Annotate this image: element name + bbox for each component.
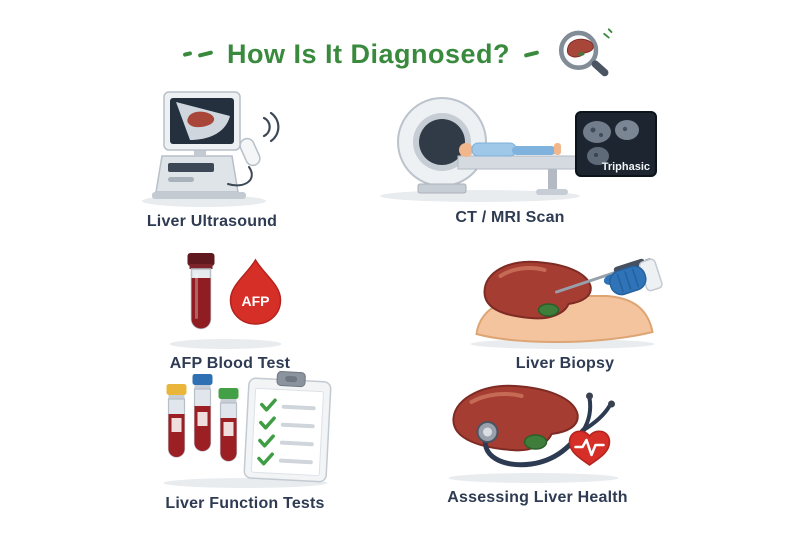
title-flourish-left-icon [182,50,214,58]
glove-hand-icon [603,265,647,296]
test-tube-green-icon [218,388,238,462]
item-label-health: Assessing Liver Health [447,489,628,506]
item-ct-mri: Triphasic CT / MRI Scan [350,92,670,227]
ultrasound-machine-icon [128,88,296,208]
title-flourish-right-icon [523,50,540,58]
blood-vial-drop-icon: AFP [158,248,303,350]
liver-biopsy-needle-icon [458,238,673,350]
page-title: How Is It Diagnosed? [226,38,511,69]
item-health: Assessing Liver Health [430,372,645,507]
blood-drop-icon: AFP [229,258,281,325]
stethoscope-icon [476,392,615,468]
liver-icon [482,260,592,320]
item-label-afp: AFP Blood Test [169,355,291,372]
test-tubes-clipboard-icon [148,368,343,490]
scan-panel-icon: Triphasic [575,111,657,177]
item-label-lft: Liver Function Tests [165,495,325,512]
liver-in-lens-icon [566,38,594,58]
patient-icon [459,142,561,157]
checklist-clipboard-icon [243,371,331,483]
item-label-biopsy: Liver Biopsy [515,355,615,372]
item-biopsy: Liver Biopsy [455,238,675,373]
ultrasound-probe-icon [239,137,261,167]
test-tube-blue-icon [192,374,212,452]
biopsy-needle-icon [554,270,618,294]
item-label-ct-mri: CT / MRI Scan [455,209,565,226]
ct-scanner-icon: Triphasic [360,92,660,204]
afp-drop-label: AFP [241,293,269,309]
magnifier-liver-icon [553,26,617,82]
triphasic-badge: Triphasic [602,161,650,173]
liver-stethoscope-heart-icon [435,372,640,484]
blood-vial-icon [187,253,214,330]
test-tube-yellow-icon [166,384,186,458]
liver-icon [452,384,579,452]
header: How Is It Diagnosed? [0,26,800,82]
item-ultrasound: Liver Ultrasound [112,88,312,231]
liver-on-screen-icon [187,111,215,128]
item-lft: Liver Function Tests [140,368,350,513]
item-label-ultrasound: Liver Ultrasound [146,213,278,230]
heart-pulse-icon [568,430,611,466]
item-afp: AFP AFP Blood Test [135,248,325,373]
